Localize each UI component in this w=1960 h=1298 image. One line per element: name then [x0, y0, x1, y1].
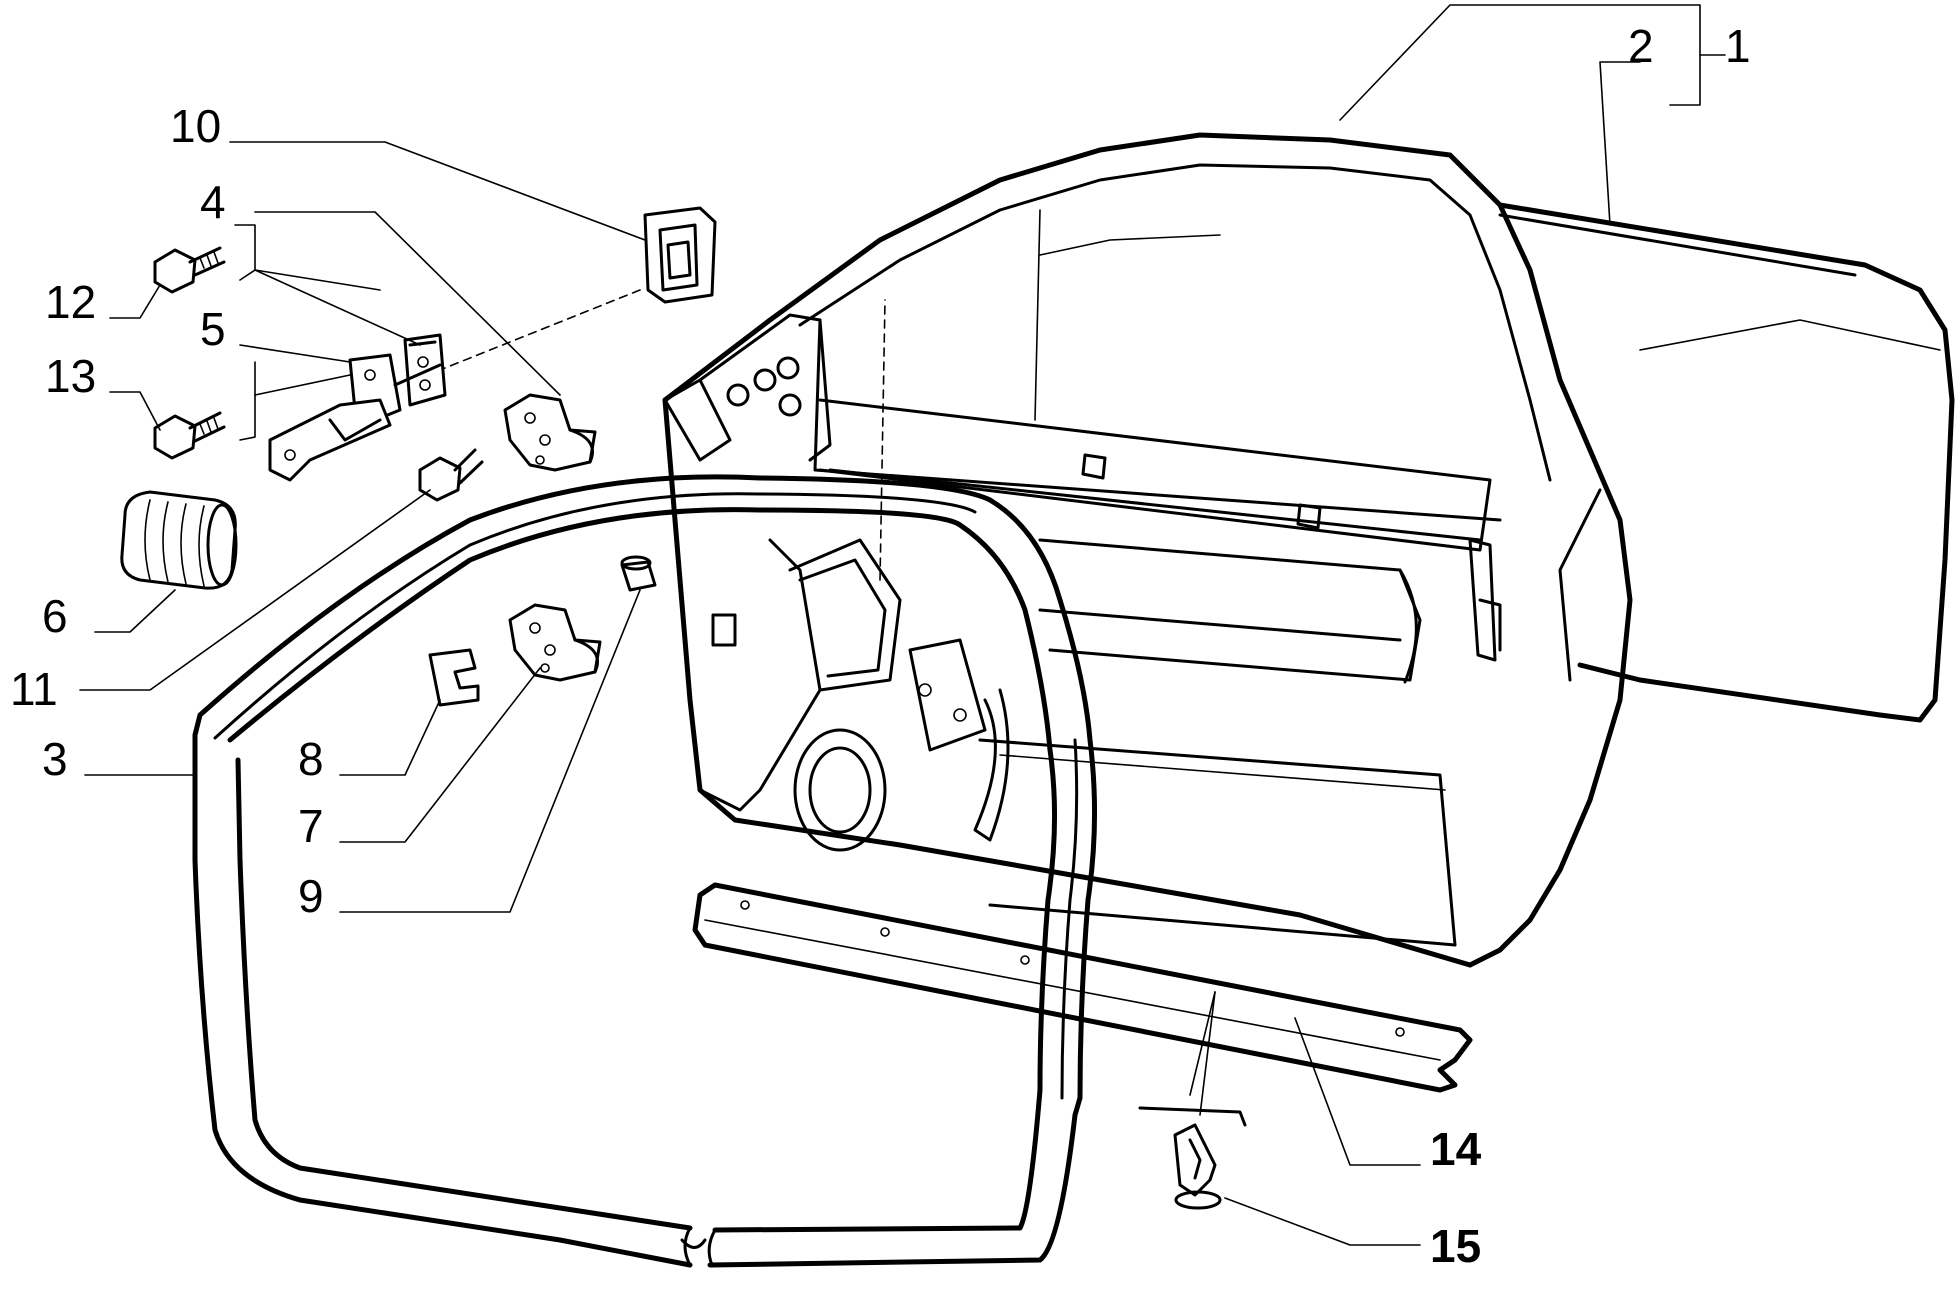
- door-shell: [439, 132, 1955, 968]
- callout-6: 6: [42, 590, 68, 642]
- callout-1: 1: [1725, 20, 1751, 72]
- callout-12: 12: [45, 276, 96, 328]
- callout-8: 8: [298, 733, 324, 785]
- callout-labels: 1 2 3 4 5 6 7 8 9 10 11 12 13 14 15: [10, 20, 1751, 1272]
- callout-2: 2: [1628, 20, 1654, 72]
- sill-trim: [692, 882, 1473, 1127]
- sill-clip: [1173, 1123, 1222, 1210]
- callout-10: 10: [170, 100, 221, 152]
- clip-8: [428, 648, 480, 707]
- bushing-9: [620, 555, 657, 592]
- callout-11: 11: [10, 663, 58, 715]
- bolt-11: [418, 448, 484, 502]
- callout-4: 4: [200, 176, 226, 228]
- hinge-plate-7: [508, 603, 602, 682]
- rubber-buffer: [643, 206, 717, 304]
- bolt-upper: [153, 246, 226, 294]
- callout-14: 14: [1430, 1123, 1482, 1175]
- door-seal: [192, 474, 1098, 1268]
- callout-5: 5: [200, 303, 226, 355]
- callout-7: 7: [298, 800, 324, 852]
- bolt-lower: [153, 411, 226, 460]
- callout-9: 9: [298, 870, 324, 922]
- hinge-plate-4: [503, 393, 597, 472]
- leader-lines: [79, 4, 1726, 1246]
- callout-13: 13: [45, 350, 96, 402]
- callout-3: 3: [42, 733, 68, 785]
- callout-15: 15: [1430, 1220, 1481, 1272]
- hinge-assembly: [268, 333, 447, 482]
- grommet-6: [120, 490, 238, 590]
